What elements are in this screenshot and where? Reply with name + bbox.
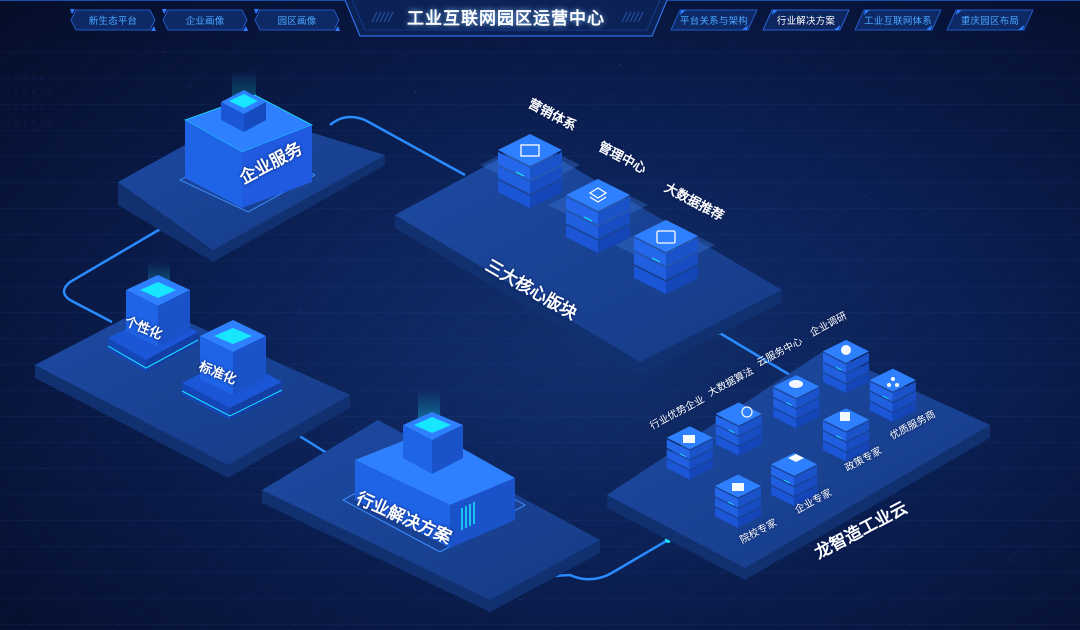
industry-solution-platform	[262, 390, 600, 612]
tab-label: 平台关系与架构	[680, 16, 748, 27]
tab-enterprise-portrait[interactable]: 企业画像	[162, 9, 248, 31]
network-icon	[895, 383, 899, 387]
profile-card-icon	[656, 230, 676, 244]
page-title-box: 工业互联网园区运营中心	[345, 0, 667, 38]
tab-chongqing-park-layout[interactable]: 重庆园区布局	[946, 9, 1034, 31]
tab-label: 新生态平台	[88, 16, 138, 27]
page-title: 工业互联网园区运营中心	[407, 9, 605, 29]
header-frame	[0, 0, 1080, 37]
cloud-platform	[607, 339, 990, 580]
layers-icon	[588, 187, 608, 203]
graduation-cap-icon	[788, 454, 804, 462]
core-modules-platform	[395, 133, 782, 375]
tab-label: 行业解决方案	[776, 16, 836, 27]
tab-label: 重庆园区布局	[960, 16, 1020, 27]
enterprise-service-platform	[118, 70, 385, 262]
chart-screen-icon	[520, 144, 540, 157]
gear-icon	[741, 406, 753, 418]
tab-new-ecosystem-platform[interactable]: 新生态平台	[70, 9, 156, 31]
pie-chart-icon	[841, 345, 851, 355]
school-icon	[732, 483, 744, 491]
tab-platform-architecture[interactable]: 平台关系与架构	[670, 9, 758, 31]
top-nav-bar: 新生态平台 企业画像 园区画像 工业互联网园区运营中心 平台关系与架构 行业解决…	[0, 0, 1080, 40]
tab-label: 工业互联网体系	[864, 16, 932, 27]
customization-platform	[35, 262, 350, 478]
cloud-icon	[789, 380, 803, 388]
tab-label: 园区画像	[277, 16, 317, 27]
document-icon	[840, 412, 850, 421]
tab-label: 企业画像	[185, 16, 225, 27]
tab-park-portrait[interactable]: 园区画像	[254, 9, 340, 31]
building-icon	[683, 435, 695, 443]
tab-industry-solutions[interactable]: 行业解决方案	[762, 9, 850, 31]
tab-industrial-internet-system[interactable]: 工业互联网体系	[854, 9, 942, 31]
